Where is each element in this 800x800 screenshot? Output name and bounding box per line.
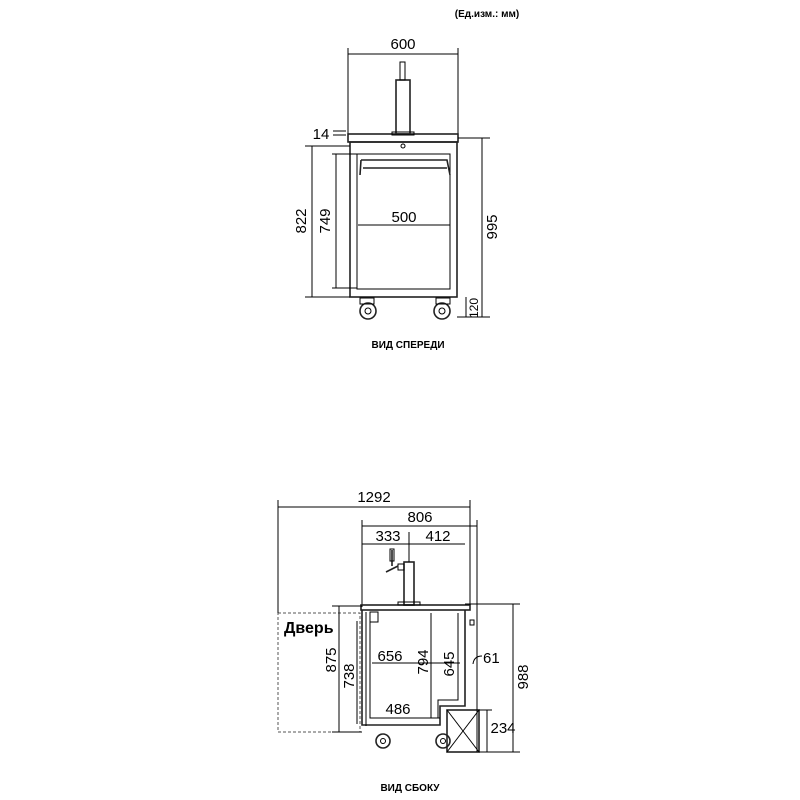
dim-1292: 1292 xyxy=(357,489,390,506)
door-label: Дверь xyxy=(284,620,334,637)
dim-645: 645 xyxy=(441,651,458,676)
dim-333: 333 xyxy=(375,528,400,545)
dim-656: 656 xyxy=(377,648,402,665)
side-dimension-lines xyxy=(277,500,520,753)
front-wheels xyxy=(359,297,451,320)
units-note: (Ед.изм.: мм) xyxy=(455,9,519,20)
dim-120: 120 xyxy=(467,298,481,318)
side-view-caption: ВИД СБОКУ xyxy=(380,783,440,794)
dim-234: 234 xyxy=(490,720,515,737)
side-cabinet-outline xyxy=(360,520,480,753)
side-tap-tower xyxy=(385,548,421,606)
dim-738: 738 xyxy=(341,663,358,688)
dim-412: 412 xyxy=(425,528,450,545)
dim-988: 988 xyxy=(515,664,532,689)
dim-14: 14 xyxy=(313,126,330,143)
front-dimension-lines xyxy=(305,53,490,318)
dim-486: 486 xyxy=(385,701,410,718)
door-handle xyxy=(359,159,451,176)
compressor-box xyxy=(446,709,480,753)
side-wheels xyxy=(375,733,451,749)
dim-794: 794 xyxy=(415,649,432,674)
door-swing-area xyxy=(277,612,361,733)
dim-500: 500 xyxy=(391,209,416,226)
front-cabinet-outline xyxy=(332,48,459,298)
dim-61: 61 xyxy=(483,650,500,667)
dim-822: 822 xyxy=(293,208,310,233)
dim-749: 749 xyxy=(317,208,334,233)
dim-875: 875 xyxy=(323,647,340,672)
side-view: 1292 806 333 412 Дверь 875 738 656 794 6… xyxy=(277,489,532,794)
dim-806: 806 xyxy=(407,509,432,526)
front-view: 600 14 822 749 500 995 120 ВИД СПЕРЕДИ xyxy=(293,36,501,351)
dim-995: 995 xyxy=(484,214,501,239)
dim-600: 600 xyxy=(390,36,415,53)
beer-tap-tower xyxy=(391,61,415,149)
front-view-caption: ВИД СПЕРЕДИ xyxy=(371,340,444,351)
